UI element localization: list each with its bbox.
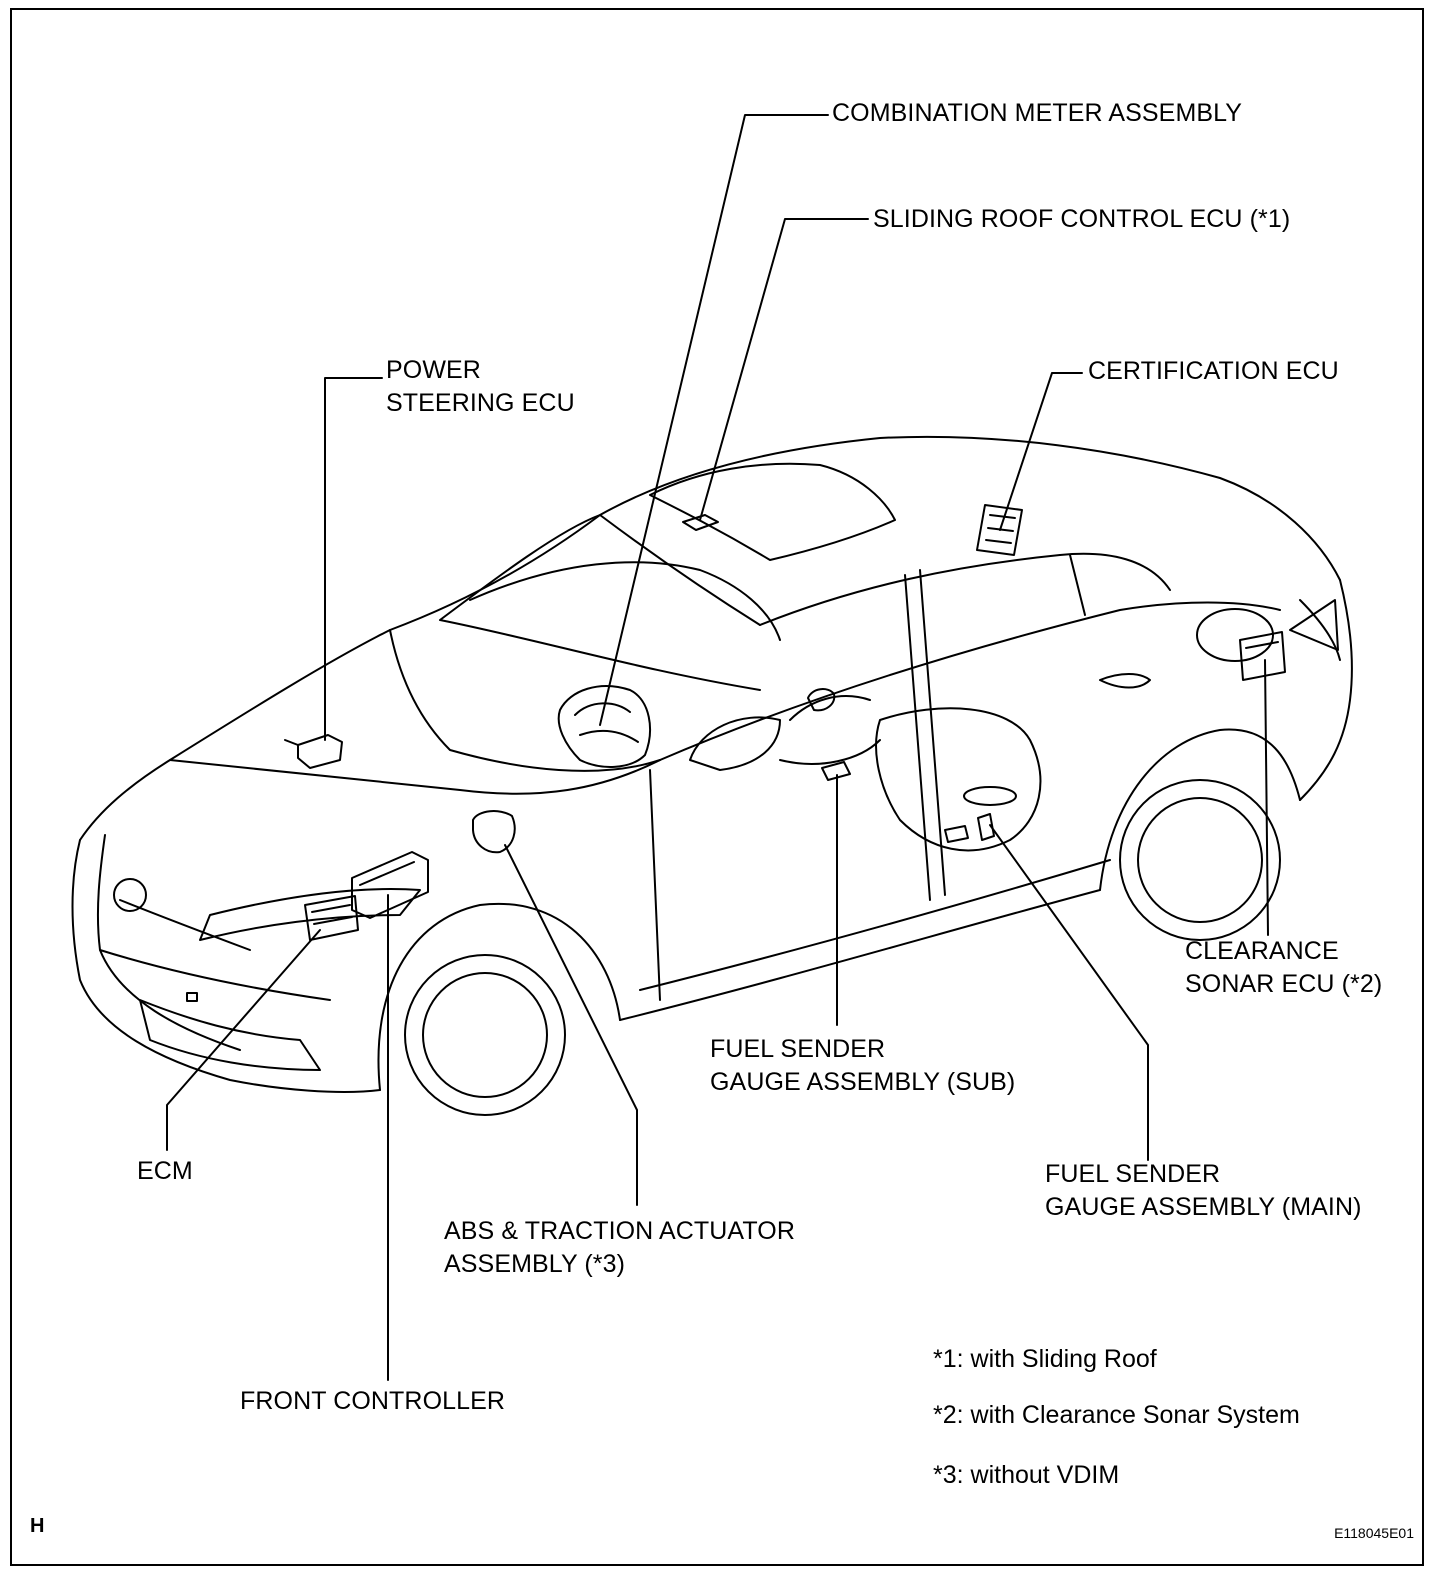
label-combination-meter-assembly: COMBINATION METER ASSEMBLY <box>832 99 1243 127</box>
component-sliding-roof-ecu <box>682 514 719 531</box>
label-sliding-roof-control-ecu: SLIDING ROOF CONTROL ECU (*1) <box>873 205 1291 233</box>
car-body <box>71 435 1353 1116</box>
label-abs-traction-actuator: ABS & TRACTION ACTUATOR ASSEMBLY (*3) <box>444 1217 795 1278</box>
label-power-steering-ecu: POWER STEERING ECU <box>386 356 575 417</box>
component-front-controller <box>351 851 429 919</box>
component-fuel-sender-main <box>944 786 1017 843</box>
label-front-controller: FRONT CONTROLLER <box>240 1387 506 1415</box>
component-fuel-sender-sub <box>807 688 851 781</box>
label-fuel-sender-gauge-sub: FUEL SENDER GAUGE ASSEMBLY (SUB) <box>710 1035 1016 1096</box>
component-ecm <box>304 895 359 941</box>
label-clearance-sonar-ecu: CLEARANCE SONAR ECU (*2) <box>1185 937 1383 998</box>
component-power-steering-ecu <box>284 734 343 769</box>
footnote-2: *2: with Clearance Sonar System <box>933 1401 1300 1429</box>
component-abs-actuator <box>472 810 516 854</box>
leader-lines <box>166 114 1269 1381</box>
diagram-frame <box>10 8 1424 1566</box>
reference-code: E118045E01 <box>1334 1525 1414 1541</box>
corner-letter: H <box>30 1515 45 1537</box>
component-clearance-sonar-ecu <box>1239 631 1286 681</box>
label-fuel-sender-gauge-main: FUEL SENDER GAUGE ASSEMBLY (MAIN) <box>1045 1160 1362 1221</box>
footnote-3: *3: without VDIM <box>933 1461 1120 1489</box>
footnote-1: *1: with Sliding Roof <box>933 1345 1157 1373</box>
label-ecm: ECM <box>137 1157 193 1185</box>
label-certification-ecu: CERTIFICATION ECU <box>1088 357 1339 385</box>
component-combination-meter <box>557 685 651 768</box>
